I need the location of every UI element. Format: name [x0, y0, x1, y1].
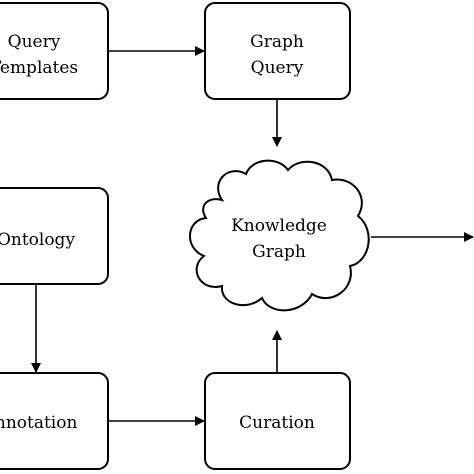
node-knowledge-graph: Knowledge Graph	[189, 159, 370, 312]
node-annotation: Annotation	[0, 372, 109, 470]
node-query-templates: Query Templates	[0, 2, 109, 100]
node-knowledge-graph-label-line2: Graph	[252, 242, 306, 262]
node-ontology: Ontology	[0, 187, 109, 285]
cloud-shape	[189, 159, 370, 312]
node-graph-query: Graph Query	[204, 2, 351, 100]
node-graph-query-label-line1: Graph	[250, 32, 304, 52]
node-query-templates-label-line1: Query	[8, 32, 61, 52]
node-graph-query-label-line2: Query	[251, 58, 304, 78]
node-annotation-label: Annotation	[0, 413, 77, 433]
node-curation: Curation	[204, 372, 351, 470]
node-query-templates-label-line2: Templates	[0, 58, 78, 78]
node-ontology-label: Ontology	[0, 230, 75, 250]
node-curation-label: Curation	[239, 413, 315, 433]
node-knowledge-graph-label-line1: Knowledge	[231, 216, 327, 236]
